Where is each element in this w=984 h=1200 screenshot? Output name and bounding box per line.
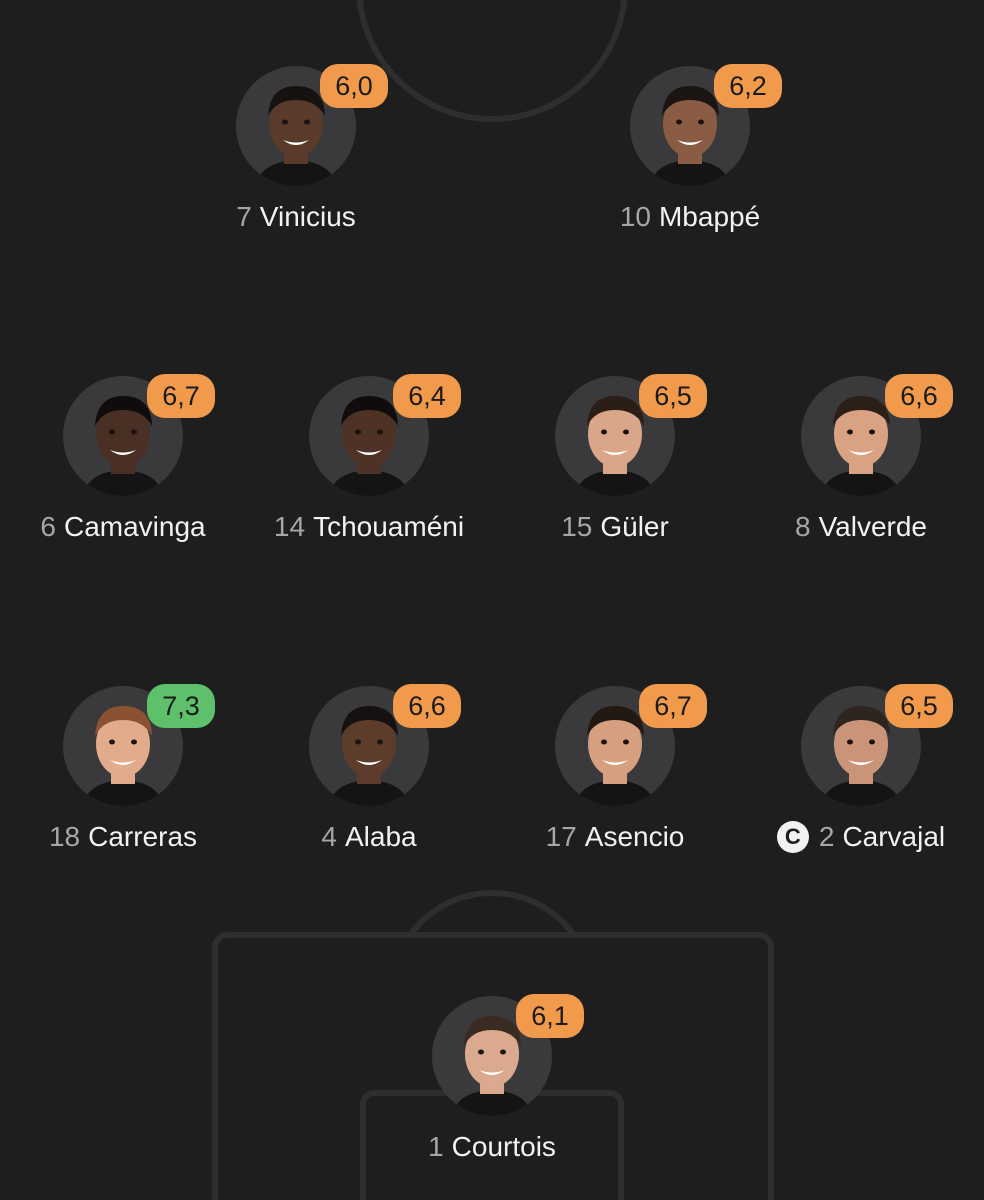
rating-badge: 6,2 [714,64,782,108]
shirt-number: 14 [273,511,306,542]
player-name: Carvajal [842,821,946,852]
player-name: Güler [600,511,669,542]
shirt-number: 10 [619,201,651,232]
rating-badge: 6,7 [639,684,707,728]
player-name: Alaba [344,821,417,852]
player-name: Valverde [818,511,927,542]
player-name: Carreras [88,821,198,852]
rating-badge: 6,1 [516,994,584,1038]
shirt-number: 17 [545,821,577,852]
shirt-number: 7 [236,201,252,232]
rating-badge: 7,3 [147,684,215,728]
player-name: Courtois [451,1131,556,1162]
rating-badge: 6,6 [885,374,953,418]
shirt-number: 15 [561,511,593,542]
player-photo [309,686,429,806]
rating-badge: 6,7 [147,374,215,418]
shirt-number: 18 [48,821,81,852]
player-name: Camavinga [63,511,206,542]
player-photo [801,376,921,496]
goal-box [360,1090,624,1200]
rating-badge: 6,6 [393,684,461,728]
rating-badge: 6,0 [320,64,388,108]
rating-badge: 6,4 [393,374,461,418]
shirt-number: 6 [40,511,56,542]
shirt-number: 4 [321,821,337,852]
captain-c-icon: C [776,821,809,853]
player-name: Asencio [584,821,685,852]
player-photo [63,376,183,496]
player-name: Vinicius [259,201,356,232]
player-name: Mbappé [658,201,761,232]
shirt-number: 1 [428,1131,444,1162]
shirt-number: 8 [794,511,811,542]
rating-badge: 6,5 [639,374,707,418]
shirt-number: 2 [818,821,835,852]
rating-badge: 6,5 [885,684,953,728]
player-photo [555,686,675,806]
player-name: Tchouaméni [313,511,465,542]
player-photo [630,66,750,186]
